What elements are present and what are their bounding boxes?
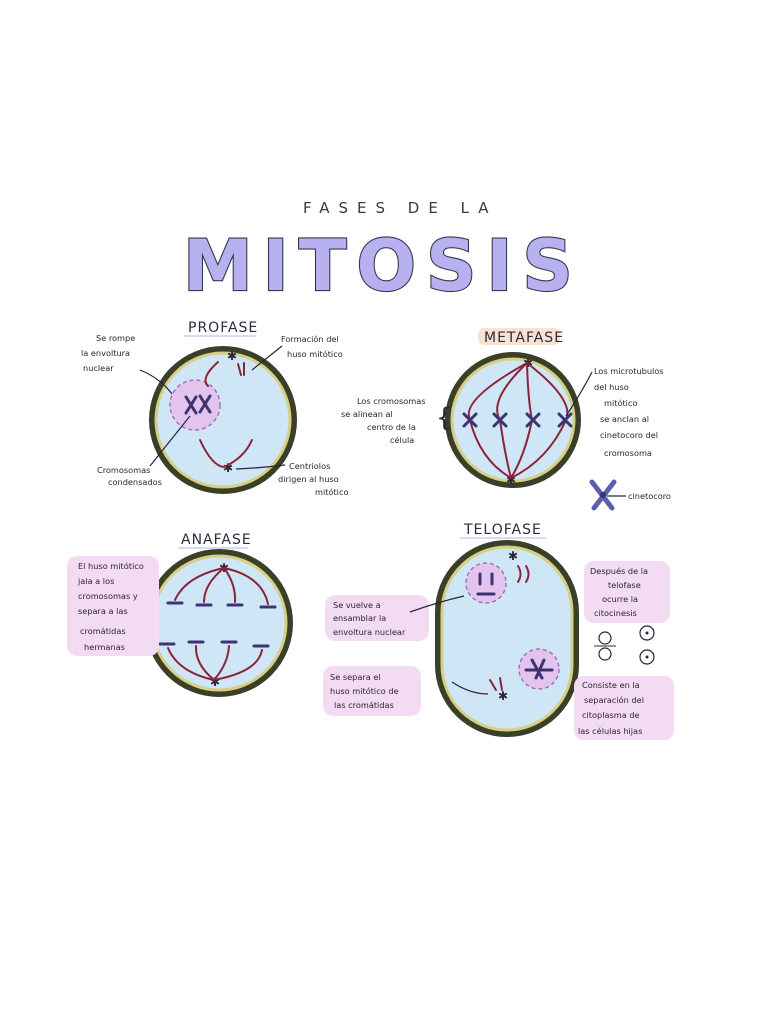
svg-text:Se separa el: Se separa el (330, 672, 381, 682)
cinetocoro-illustration (589, 479, 617, 511)
svg-text:mitótico: mitótico (315, 487, 348, 497)
telofase-label-envoltura: Se vuelve a ensamblar la envoltura nucle… (333, 600, 406, 637)
svg-text:separación del: separación del (584, 695, 644, 705)
svg-text:separa a las: separa a las (78, 606, 128, 616)
telofase-panel: TELOFASE ✱ ✱ Se vuelve a ensamblar la en… (323, 522, 674, 740)
svg-text:las cromátidas: las cromátidas (334, 700, 394, 710)
svg-text:hermanas: hermanas (84, 642, 125, 652)
metafase-label-microtubulos: Los microtubulos del huso mitótico se an… (594, 366, 664, 458)
title-main: MITOSIS (183, 225, 583, 307)
profase-chromosomes (184, 394, 212, 415)
telofase-centriole-top: ✱ (508, 549, 518, 563)
telofase-nucleus-top (465, 562, 507, 604)
svg-text:ocurre la: ocurre la (602, 594, 638, 604)
svg-text:la envoltura: la envoltura (81, 348, 130, 358)
anafase-spindle-bottom (167, 645, 263, 681)
svg-text:las células hijas: las células hijas (578, 726, 642, 736)
profase-label-formacion: Formación del huso mitótico (281, 334, 343, 359)
metafase-label-cromosomas: Los cromosomas se alinean al centro de l… (341, 396, 426, 445)
profase-panel: PROFASE ✱ ✱ Se rompe la envoltura nuclea… (81, 320, 348, 497)
svg-text:Después de la: Después de la (590, 566, 648, 576)
telofase-label-consiste: Consiste en la separación del citoplasma… (578, 680, 644, 736)
svg-text:huso mitótico: huso mitótico (287, 349, 343, 359)
svg-text:Cromosomas: Cromosomas (97, 465, 150, 475)
telofase-title: TELOFASE (463, 522, 542, 538)
title-subtitle: FASES DE LA (303, 199, 498, 217)
svg-text:se anclan al: se anclan al (600, 414, 649, 424)
svg-text:huso mitótico de: huso mitótico de (330, 686, 399, 696)
profase-centriole-bottom: ✱ (223, 461, 233, 475)
metafase-brace: { (436, 403, 453, 433)
svg-text:dirigen al huso: dirigen al huso (278, 474, 339, 484)
telofase-cell (438, 543, 576, 734)
svg-text:citoplasma de: citoplasma de (582, 710, 640, 720)
svg-text:Consiste en la: Consiste en la (582, 680, 640, 690)
svg-text:mitótico: mitótico (604, 398, 637, 408)
svg-text:ensamblar la: ensamblar la (333, 613, 386, 623)
svg-text:Los microtubulos: Los microtubulos (594, 366, 664, 376)
svg-text:Formación del: Formación del (281, 334, 339, 344)
svg-text:célula: célula (390, 435, 414, 445)
svg-text:jala a los: jala a los (77, 576, 114, 586)
profase-label-centriolos: Centriolos dirigen al huso mitótico (278, 461, 348, 497)
metafase-label-cinetocoro: cinetocoro (628, 491, 671, 501)
anafase-label-huso: El huso mitótico jala a los cromosomas y… (77, 561, 144, 652)
svg-text:cromosoma: cromosoma (604, 448, 652, 458)
svg-text:cromosomas y: cromosomas y (78, 591, 138, 601)
profase-centriole-top: ✱ (227, 349, 237, 363)
metafase-cell (447, 354, 579, 486)
anafase-panel: ANAFASE ✱ ✱ El huso mitótico jala a los … (67, 532, 293, 697)
svg-text:El huso mitótico: El huso mitótico (78, 561, 144, 571)
citocinesis-illustration (594, 625, 655, 665)
anafase-title: ANAFASE (181, 532, 252, 548)
svg-text:centro de la: centro de la (367, 422, 416, 432)
svg-text:Se vuelve a: Se vuelve a (333, 600, 381, 610)
svg-text:cinetocoro del: cinetocoro del (600, 430, 658, 440)
svg-text:se alinean al: se alinean al (341, 409, 393, 419)
svg-text:cromátidas: cromátidas (80, 626, 126, 636)
anafase-chromatids (158, 601, 277, 648)
svg-text:citocinesis: citocinesis (594, 608, 637, 618)
metafase-chromosomes (462, 412, 573, 428)
svg-text:envoltura nuclear: envoltura nuclear (333, 627, 406, 637)
metafase-centriole-bottom: ✱ (506, 473, 516, 487)
svg-text:Se rompe: Se rompe (96, 333, 135, 343)
profase-label-cromosomas: Cromosomas condensados (97, 465, 162, 487)
metafase-title: METAFASE (484, 330, 564, 346)
svg-text:telofase: telofase (608, 580, 641, 590)
profase-title: PROFASE (188, 320, 258, 336)
profase-nucleus (169, 379, 221, 431)
anafase-spindle-top (174, 567, 269, 605)
telofase-centriole-bottom: ✱ (498, 689, 508, 703)
svg-text:del huso: del huso (594, 382, 629, 392)
telofase-label-despues: Después de la telofase ocurre la citocin… (590, 566, 648, 618)
svg-text:condensados: condensados (108, 477, 162, 487)
profase-label-envoltura: Se rompe la envoltura nuclear (81, 333, 135, 373)
svg-text:nuclear: nuclear (83, 363, 114, 373)
metafase-panel: METAFASE ✱ ✱ Los cromosomas se alinean a… (341, 328, 671, 511)
svg-text:Centriolos: Centriolos (289, 461, 330, 471)
telofase-label-separa: Se separa el huso mitótico de las cromát… (330, 672, 399, 710)
svg-text:Los cromosomas: Los cromosomas (357, 396, 426, 406)
anafase-centriole-bottom: ✱ (210, 675, 220, 689)
